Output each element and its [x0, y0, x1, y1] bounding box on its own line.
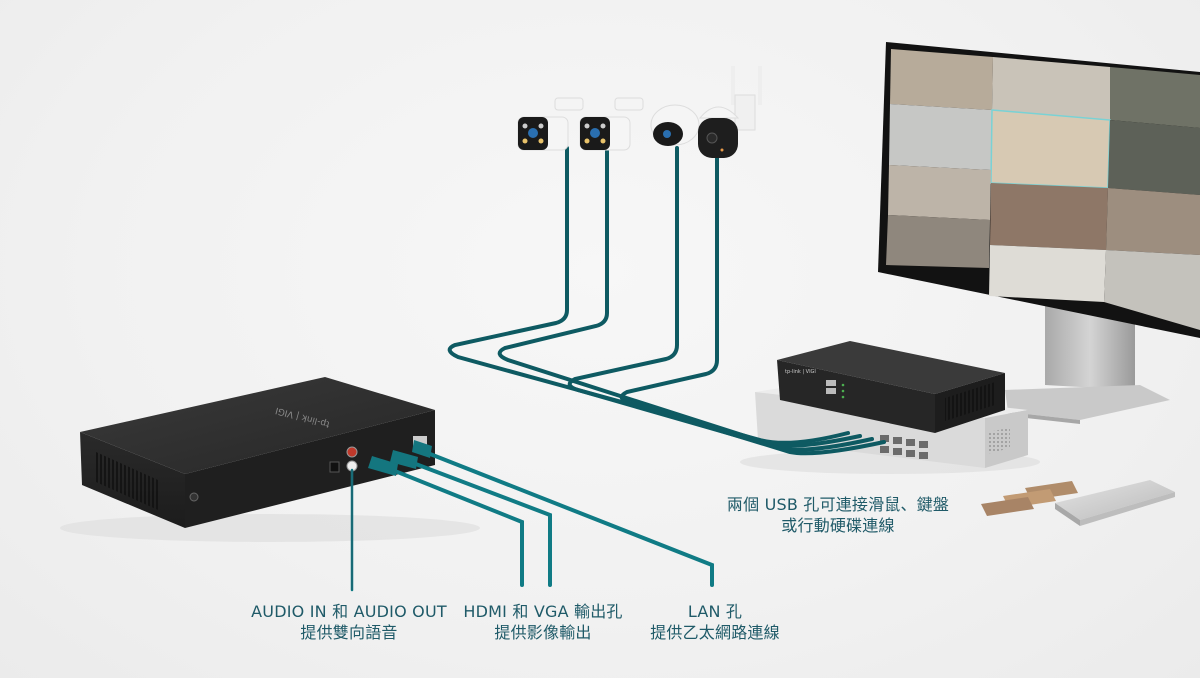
monitor-stand-base — [1005, 385, 1170, 420]
callout-lan-line1: LAN 孔 — [687, 602, 743, 621]
power-port — [329, 461, 340, 473]
camera-tile — [1104, 250, 1200, 330]
callout-lan: LAN 孔 提供乙太網路連線 — [640, 601, 790, 643]
nvr-rear-panel — [185, 410, 435, 528]
callout-audio: AUDIO IN 和 AUDIO OUT 提供雙向語音 — [248, 601, 450, 643]
callout-usb-line2: 或行動硬碟連線 — [781, 516, 895, 535]
status-led — [841, 389, 845, 393]
monitor-camera-grid — [886, 49, 1200, 330]
nvr-main-device: tp-link | VIGI — [80, 377, 435, 528]
camera-tile — [989, 245, 1106, 302]
bullet-camera — [517, 97, 584, 151]
camera-tile — [990, 109, 1111, 189]
camera-tile — [1106, 188, 1200, 255]
switch-ports — [880, 435, 928, 459]
usb-port — [826, 380, 836, 386]
camera-tile — [1108, 120, 1200, 195]
switch-front — [755, 392, 985, 468]
camera-tile — [888, 165, 991, 220]
cameras — [517, 66, 762, 158]
callout-video: HDMI 和 VGA 輸出孔 提供影像輸出 — [458, 601, 628, 643]
usb-port — [826, 388, 836, 394]
callout-video-line1: HDMI 和 VGA 輸出孔 — [463, 602, 623, 621]
bullet-camera — [579, 97, 644, 151]
lan-port — [413, 436, 427, 446]
callout-audio-line2: 提供雙向語音 — [300, 623, 398, 642]
monitor-stand-neck — [1045, 300, 1135, 390]
callout-audio-line1: AUDIO IN 和 AUDIO OUT — [251, 602, 447, 621]
connector-plugs — [368, 440, 432, 476]
audio-jack — [346, 446, 358, 458]
callout-usb-line1: 兩個 USB 孔可連接滑鼠、鍵盤 — [726, 495, 950, 514]
camera-tile — [990, 183, 1108, 250]
status-led — [841, 395, 845, 399]
nvr-front-panel — [777, 360, 935, 433]
camera-tile — [890, 49, 993, 110]
status-led — [841, 383, 845, 387]
turret-camera — [650, 104, 700, 146]
nvr-rear-device: tp-link | VIGI — [777, 341, 1005, 433]
photo-cards — [981, 481, 1078, 516]
callout-lan-line2: 提供乙太網路連線 — [650, 623, 780, 642]
callout-video-line2: 提供影像輸出 — [494, 623, 592, 642]
callout-usb: 兩個 USB 孔可連接滑鼠、鍵盤 或行動硬碟連線 — [718, 494, 958, 536]
smartphone — [1055, 480, 1175, 526]
camera-tile — [992, 57, 1110, 120]
svg-text:tp-link | VIGI: tp-link | VIGI — [785, 369, 816, 375]
nvr-top — [80, 377, 435, 474]
camera-cables — [447, 146, 886, 456]
pan-tilt-camera — [698, 66, 762, 158]
camera-tile — [886, 215, 990, 268]
ground-screw — [189, 492, 199, 502]
camera-tile — [889, 104, 992, 170]
camera-tile — [1110, 67, 1200, 128]
monitor — [878, 42, 1200, 424]
